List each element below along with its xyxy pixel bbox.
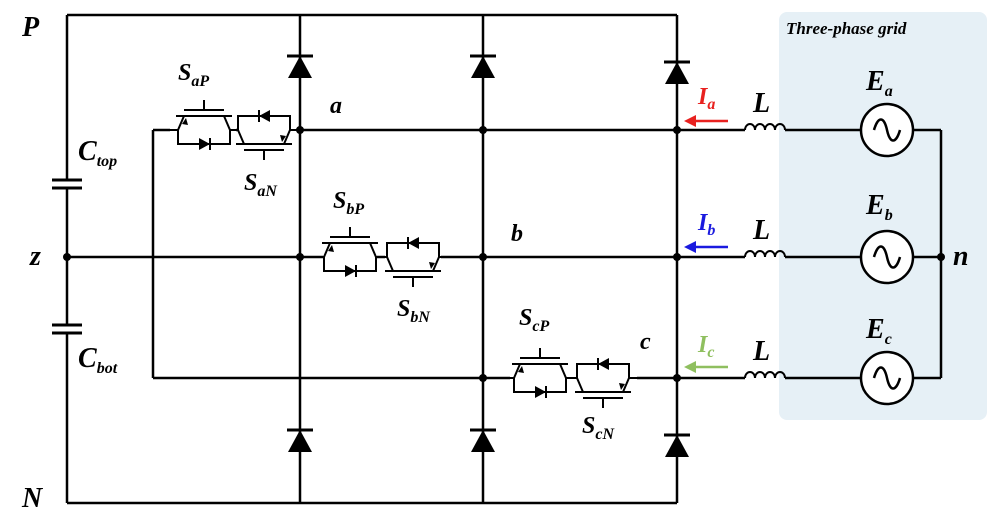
three-phase-grid-panel — [779, 12, 987, 420]
switch-bN — [378, 236, 448, 288]
current-arrow-b — [684, 241, 728, 253]
label-i-a: Ia — [697, 84, 715, 113]
label-s-cN: ScN — [582, 413, 615, 443]
label-neutral: n — [953, 241, 969, 272]
label-c-bot: Cbot — [78, 343, 118, 377]
switch-cN — [568, 357, 638, 409]
label-i-c: Ic — [697, 332, 714, 361]
label-l-b: L — [752, 215, 770, 246]
current-arrow-a — [684, 115, 728, 127]
label-s-aP: SaP — [178, 60, 209, 90]
label-p: P — [21, 12, 40, 43]
label-s-aN: SaN — [244, 170, 278, 200]
label-n-bus: N — [21, 483, 44, 514]
source-c-icon — [859, 350, 915, 406]
diode-b-top — [468, 54, 498, 80]
label-e-a: Ea — [865, 66, 893, 100]
switch-cP — [505, 347, 575, 399]
diode-b-bottom — [468, 428, 498, 454]
label-e-b: Eb — [865, 190, 893, 224]
label-c-top: Ctop — [78, 136, 117, 170]
label-a: a — [330, 93, 342, 119]
label-s-bP: SbP — [333, 188, 364, 218]
switch-bP — [315, 226, 385, 278]
label-b: b — [511, 221, 523, 247]
label-i-b: Ib — [697, 210, 715, 239]
source-a-icon — [859, 102, 915, 158]
source-b-icon — [859, 229, 915, 285]
label-s-cP: ScP — [519, 305, 549, 335]
capacitor-top — [52, 178, 82, 190]
label-e-c: Ec — [865, 314, 892, 348]
label-l-c: L — [752, 336, 770, 367]
diode-a-bottom — [285, 428, 315, 454]
label-l-a: L — [752, 88, 770, 119]
label-c: c — [640, 329, 651, 355]
diode-c-top — [662, 60, 692, 86]
diode-c-bottom — [662, 433, 692, 459]
current-arrow-c — [684, 361, 728, 373]
switch-aN — [229, 109, 299, 161]
label-s-bN: SbN — [397, 296, 431, 326]
grid-title: Three-phase grid — [786, 19, 907, 38]
label-z: z — [29, 241, 41, 272]
switch-aP — [169, 99, 239, 151]
diode-a-top — [285, 54, 315, 80]
node-dot — [63, 253, 71, 261]
capacitor-bottom — [52, 323, 82, 335]
